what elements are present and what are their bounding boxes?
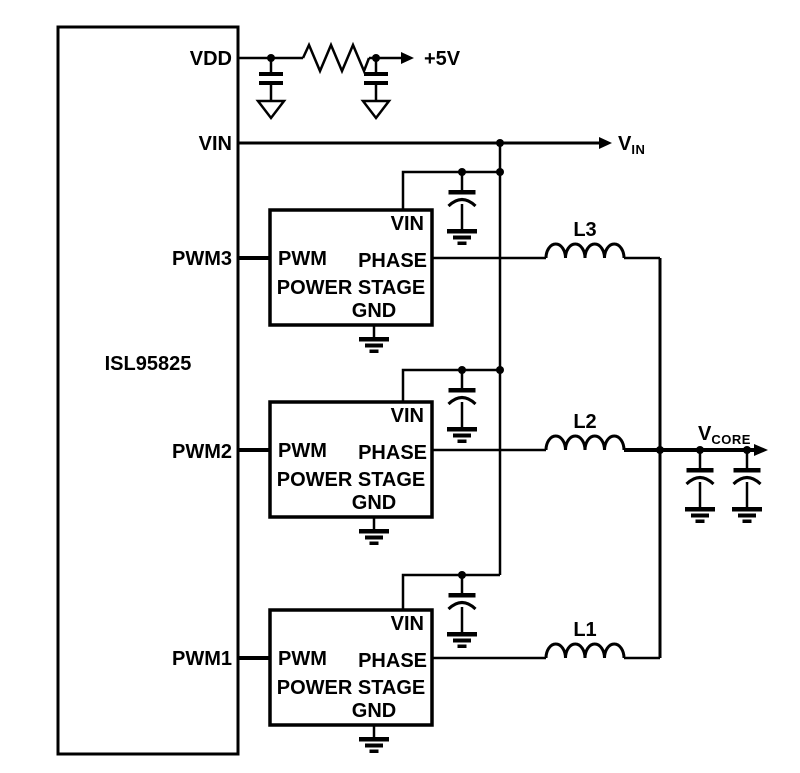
- stage1-vin-pin-label: VIN: [391, 613, 424, 635]
- vcore-output-cap-2: [732, 450, 762, 523]
- junction-dot: [696, 446, 704, 454]
- junction-dot: [656, 446, 664, 454]
- vin-label-base: V: [618, 133, 632, 155]
- stage1-gnd-pin-label: GND: [352, 700, 396, 722]
- plus5v-arrow-icon: [401, 52, 414, 64]
- stage2-vin-feed-wire: [401, 368, 500, 402]
- inductor-l1-coil: [544, 642, 626, 660]
- power-stage-1: VIN PWM PHASE POWER STAGE GND L1: [238, 571, 660, 753]
- stage1-pwm-pin-label: PWM: [278, 648, 327, 670]
- plus5v-net-label: +5V: [424, 48, 461, 70]
- inductor-l3-label: L3: [573, 219, 596, 241]
- stage2-ground-icon: [359, 529, 389, 545]
- stage3-vin-feed-wire: [401, 170, 500, 210]
- stage3-pwm-pin-label: PWM: [278, 248, 327, 270]
- series-resistor: [301, 41, 371, 75]
- stage1-input-cap: [447, 575, 477, 648]
- ic-part-number-label: ISL95825: [105, 353, 192, 375]
- stage1-phase-pin-label: PHASE: [358, 650, 427, 672]
- ic-pin-label-pwm1: PWM1: [172, 648, 232, 670]
- junction-dot: [458, 571, 466, 579]
- vcore-net-label: VCORE: [698, 423, 751, 447]
- ic-pin-label-vdd: VDD: [190, 48, 232, 70]
- vin-net-label: VIN: [618, 133, 645, 157]
- ic-pin-label-pwm3: PWM3: [172, 248, 232, 270]
- inductor-l1-label: L1: [573, 619, 596, 641]
- stage3-phase-pin-label: PHASE: [358, 250, 427, 272]
- ic-isl95825: ISL95825 VDD VIN PWM3 PWM2 PWM1: [56, 25, 240, 756]
- inductor-l2-coil: [544, 434, 626, 452]
- stage3-input-cap: [447, 172, 477, 245]
- stage2-phase-pin-label: PHASE: [358, 442, 427, 464]
- vcore-output: VCORE: [624, 423, 768, 523]
- junction-dot: [458, 168, 466, 176]
- stage3-ground-icon: [359, 337, 389, 353]
- junction-dot: [267, 54, 275, 62]
- stage3-vin-pin-label: VIN: [391, 213, 424, 235]
- stage2-vin-pin-label: VIN: [391, 405, 424, 427]
- junction-dot: [372, 54, 380, 62]
- vin-label-subscript: IN: [631, 142, 645, 157]
- stage3-box: [268, 208, 434, 327]
- vdd-supply-branch: +5V: [238, 41, 461, 120]
- inductor-l2-label: L2: [573, 411, 596, 433]
- junction-dot: [496, 366, 504, 374]
- vin-net: VIN: [238, 133, 645, 575]
- junction-dot: [496, 168, 504, 176]
- junction-dot: [743, 446, 751, 454]
- vcore-label-subscript: CORE: [711, 432, 751, 447]
- ic-box: [56, 25, 240, 756]
- stage1-vin-feed-wire: [401, 573, 500, 610]
- stage2-title: POWER STAGE: [277, 469, 426, 491]
- ic-pin-label-vin: VIN: [199, 133, 232, 155]
- stage2-pwm-pin-label: PWM: [278, 440, 327, 462]
- vcore-output-cap-1: [685, 450, 715, 523]
- power-stage-2: VIN PWM PHASE POWER STAGE GND L2: [238, 366, 626, 545]
- stage2-input-cap: [447, 370, 477, 443]
- junction-dot: [496, 139, 504, 147]
- inductor-l3-coil: [544, 242, 626, 260]
- stage3-title: POWER STAGE: [277, 277, 426, 299]
- stage1-title: POWER STAGE: [277, 677, 426, 699]
- stage3-gnd-pin-label: GND: [352, 300, 396, 322]
- vin-arrow-icon: [599, 137, 612, 149]
- vcore-arrow-icon: [754, 444, 768, 456]
- junction-dot: [458, 366, 466, 374]
- vdd-bypass-cap-1: [256, 56, 286, 120]
- stage2-box: [268, 400, 434, 519]
- ic-pin-label-pwm2: PWM2: [172, 441, 232, 463]
- stage1-ground-icon: [359, 737, 389, 753]
- power-stage-3: VIN PWM PHASE POWER STAGE GND L3: [238, 168, 660, 353]
- stage2-gnd-pin-label: GND: [352, 492, 396, 514]
- vdd-bypass-cap-2: [361, 56, 391, 120]
- stage1-box: [268, 608, 434, 727]
- vcore-label-base: V: [698, 423, 712, 445]
